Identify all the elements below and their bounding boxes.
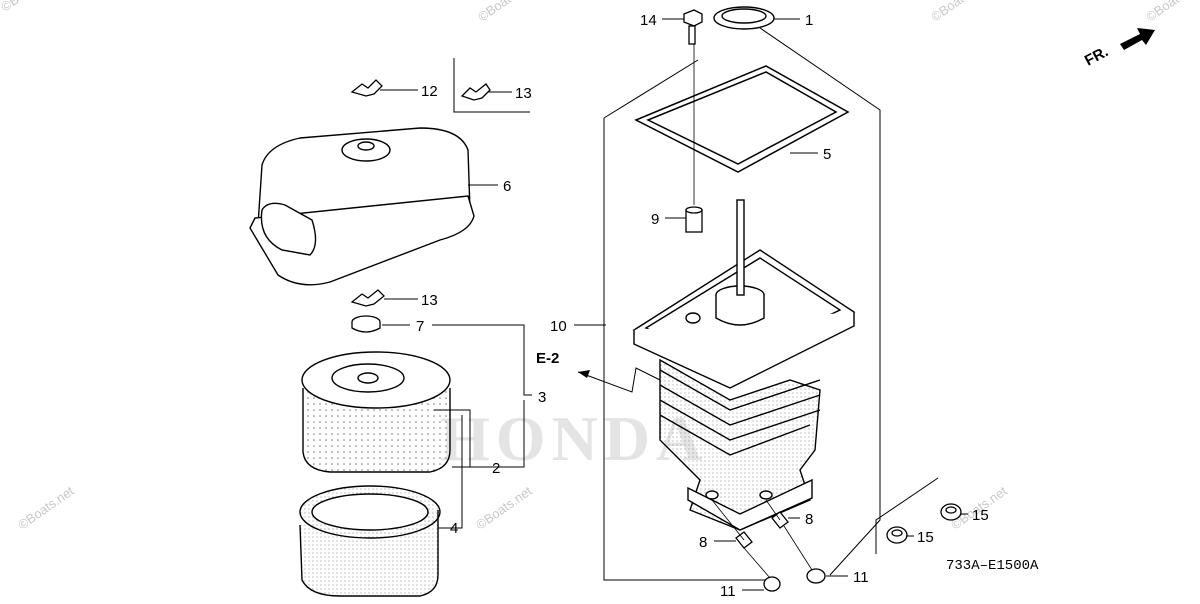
callout-15-right: 15	[972, 507, 989, 524]
callout-11-left: 11	[720, 583, 736, 599]
leader-lines-left	[380, 58, 532, 529]
callout-8-left: 8	[699, 534, 707, 551]
front-arrow-icon	[1120, 28, 1155, 50]
callout-12: 12	[421, 83, 438, 100]
watermark-1: ©Boats.net	[0, 0, 60, 14]
paper-filter-element	[301, 351, 451, 473]
foam-filter-element	[299, 485, 441, 597]
drain-guides	[711, 499, 813, 579]
honda-watermark: HONDA	[440, 403, 708, 474]
gasket-5	[634, 65, 850, 173]
watermark-7: ©Boats.net	[1143, 0, 1200, 24]
callout-8-right: 8	[805, 511, 813, 528]
callout-15-left: 15	[917, 529, 934, 546]
callout-9: 9	[651, 211, 659, 228]
leader-lines-right	[574, 18, 968, 591]
bolt-14	[683, 9, 703, 45]
wing-nut-13-top	[460, 83, 491, 101]
drawing-code: 733A–E1500A	[946, 558, 1039, 574]
front-label: FR.	[1082, 43, 1111, 69]
callout-2: 2	[492, 460, 500, 477]
front-direction-indicator: FR.	[1082, 28, 1155, 70]
callout-3: 3	[538, 389, 546, 406]
collar-9	[685, 206, 703, 233]
callout-10: 10	[550, 318, 567, 335]
callout-13-top: 13	[515, 85, 532, 102]
callout-14: 14	[640, 12, 657, 29]
section-ref-label: E-2	[536, 350, 559, 367]
watermark-3: ©Boats.net	[928, 0, 990, 24]
callout-11-right: 11	[853, 569, 869, 586]
watermark-2: ©Boats.net	[475, 0, 537, 24]
wing-nut-13-lower	[350, 289, 385, 307]
watermark-4: ©Boats.net	[15, 483, 77, 533]
callout-5: 5	[823, 146, 831, 163]
air-cleaner-cover	[249, 127, 475, 286]
nut-group-outline	[875, 477, 939, 554]
grommet-7	[351, 315, 381, 333]
cap-11-left	[763, 576, 781, 592]
callout-7: 7	[416, 318, 424, 335]
watermark-5: ©Boats.net	[473, 483, 535, 533]
callout-4: 4	[450, 520, 458, 537]
flange-nut-15-right	[940, 503, 962, 521]
brand-watermark-text: HONDA	[440, 403, 708, 474]
callout-13-lower: 13	[421, 292, 438, 309]
section-reference: E-2	[536, 350, 661, 393]
case-assembly-outline	[603, 27, 881, 581]
flange-nut-15-left	[886, 526, 908, 544]
cap-11-right	[806, 568, 826, 584]
seal-ring-1	[713, 6, 775, 30]
callout-numbers: 1 2 3 4 5 6 7 8 8 9 10 11 11 12 13 13 14…	[416, 12, 989, 600]
callout-1: 1	[805, 12, 813, 29]
callout-6: 6	[503, 178, 511, 195]
air-cleaner-case	[632, 199, 856, 531]
wing-nut-12	[350, 79, 383, 97]
